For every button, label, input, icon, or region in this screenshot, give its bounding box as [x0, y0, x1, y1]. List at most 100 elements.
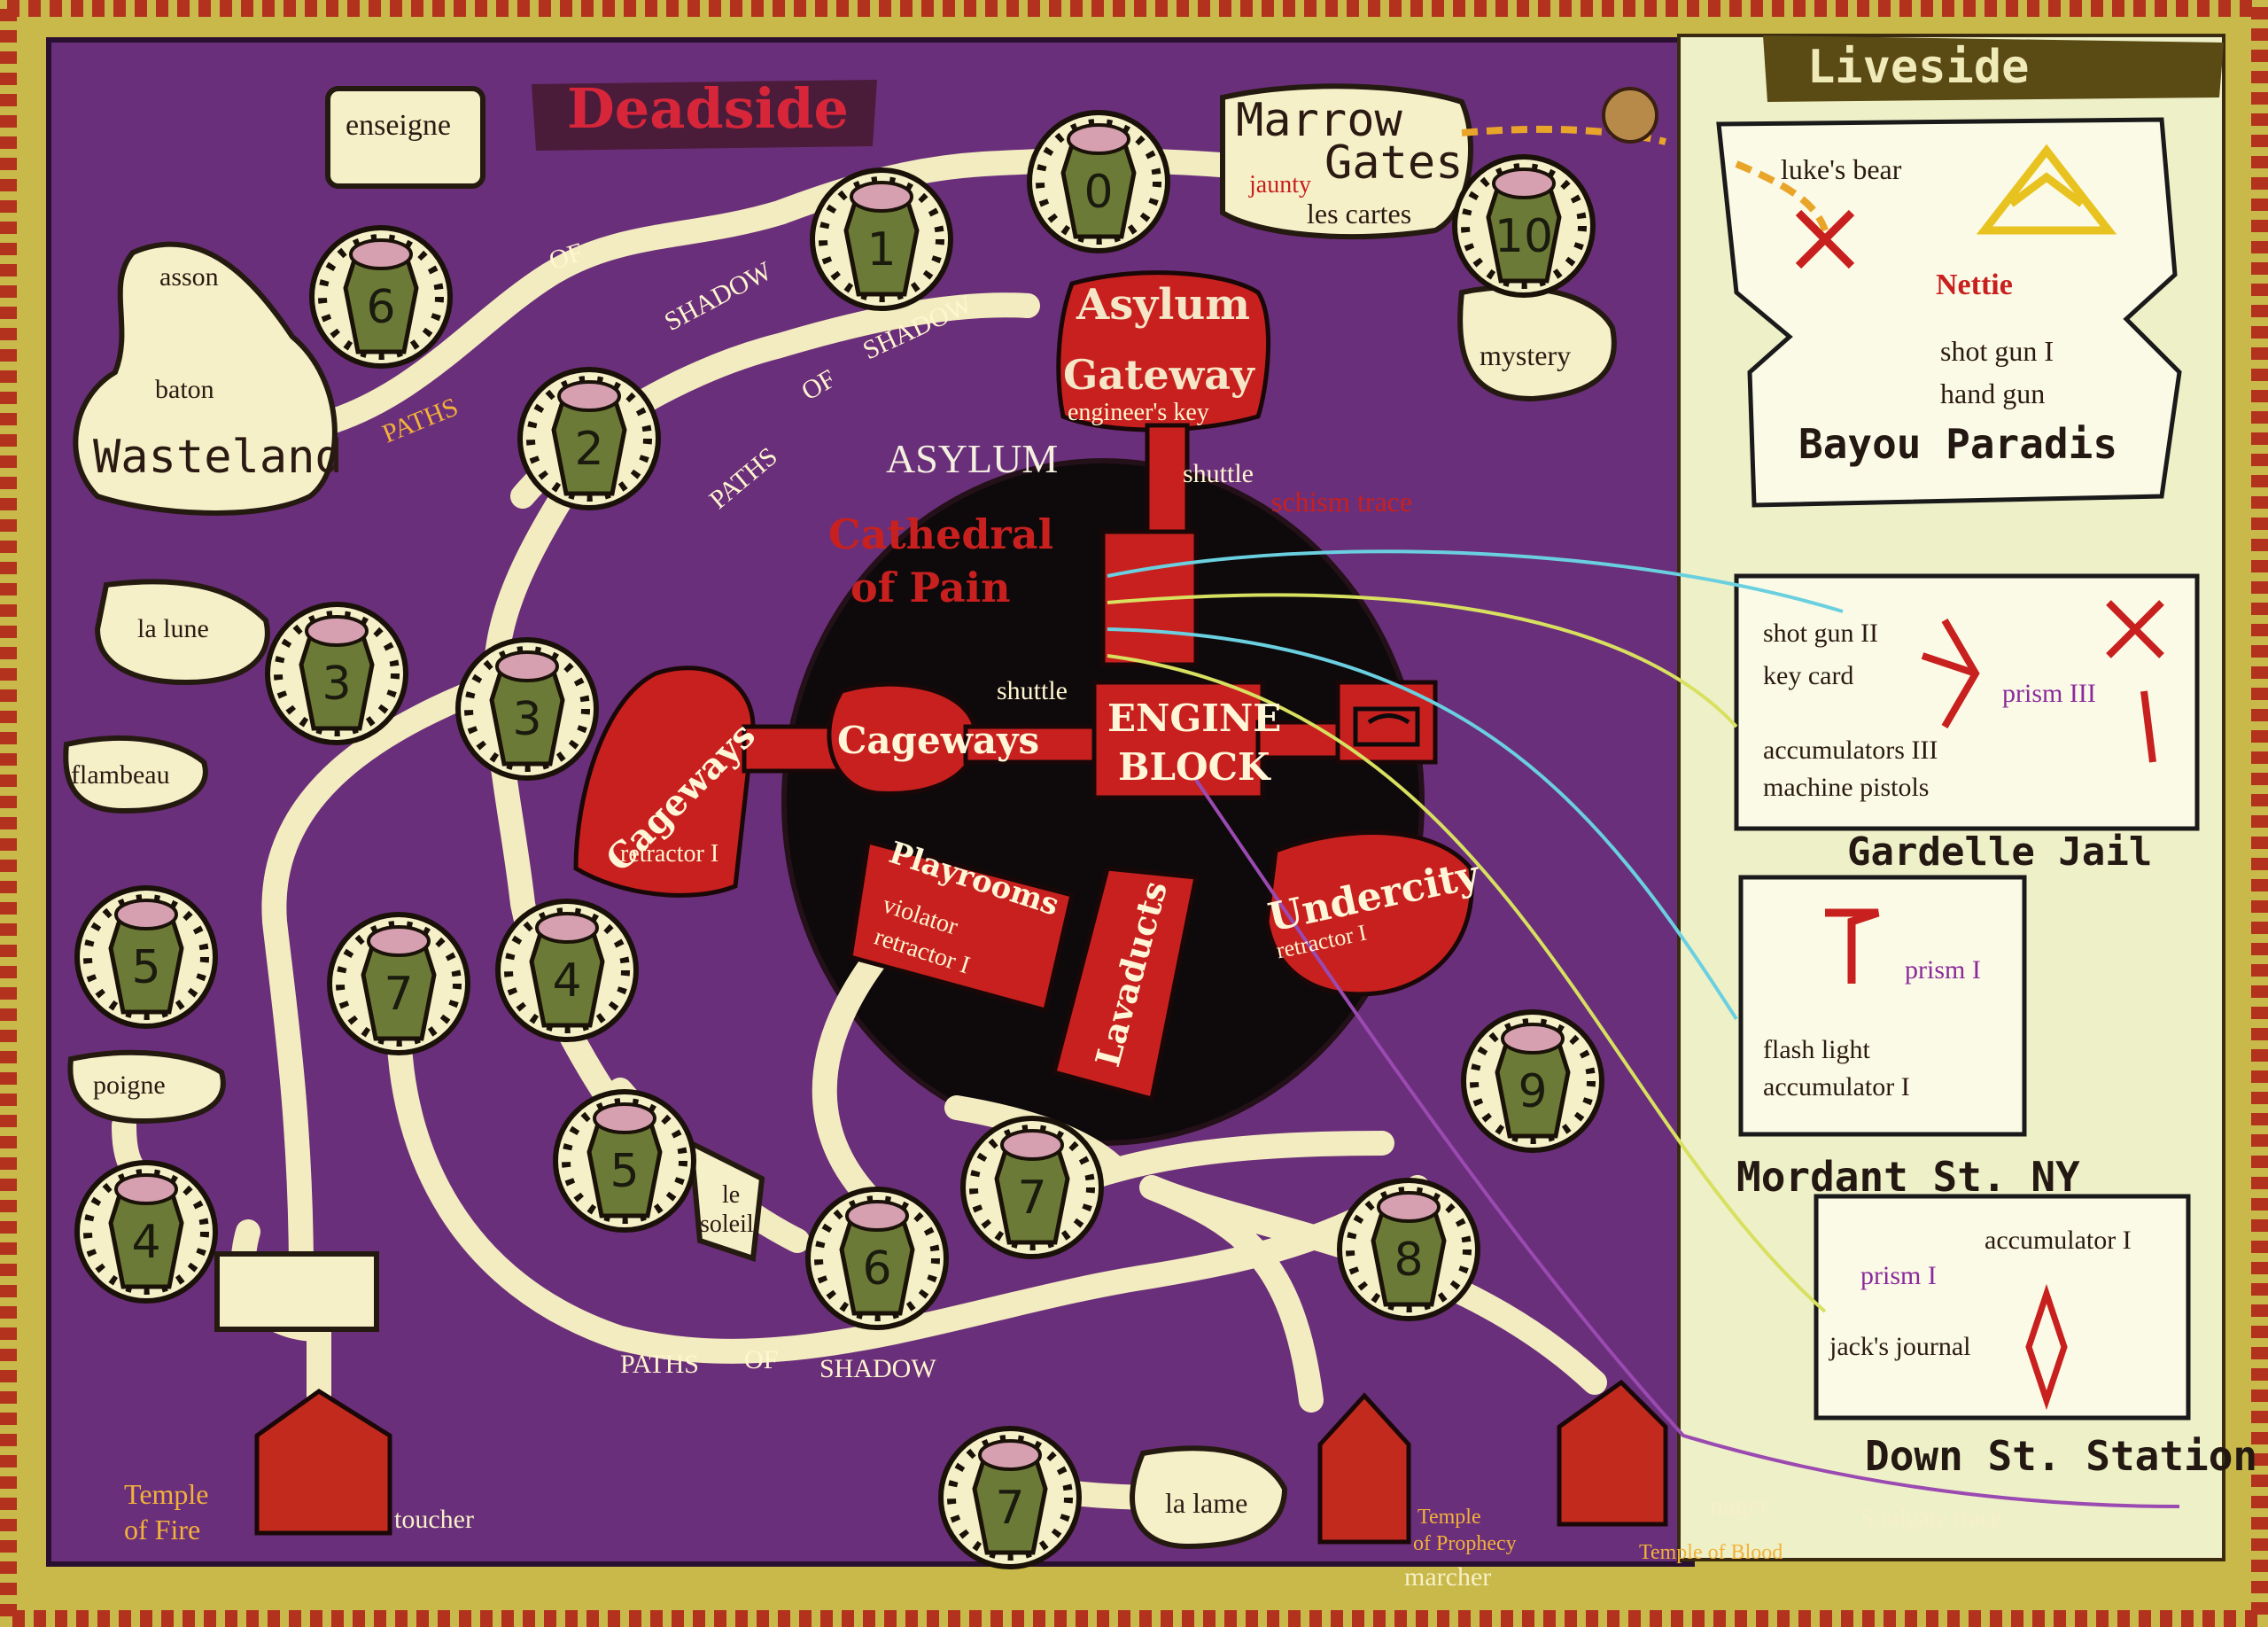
bayou-paradis-label[interactable]: Bayou Paradis: [1798, 420, 2118, 468]
coffin-number: 5: [131, 941, 161, 994]
temples: [254, 1379, 1668, 1545]
temple-fire-label-2[interactable]: of Fire: [124, 1514, 201, 1545]
box-down-st: [1814, 1194, 2191, 1421]
coffin-number: 4: [552, 954, 582, 1008]
location-le-soleil-2[interactable]: soleil: [700, 1211, 754, 1238]
coffin-nodes: [74, 110, 1604, 1569]
bear-x-mark-icon: [1795, 209, 1855, 269]
coffin-lid-icon: [1067, 123, 1130, 155]
cageways-retractor: retractor I: [620, 840, 719, 868]
shuttle-label-2: shuttle: [997, 676, 1068, 705]
coffin-number: 6: [862, 1242, 892, 1296]
room-playrooms: [848, 838, 1075, 1014]
coffin-number: 3: [512, 693, 542, 746]
coffin-lid-icon: [978, 1439, 1042, 1471]
coffin-number: 3: [322, 658, 352, 711]
temple-fire: [254, 1388, 392, 1536]
coffin-lid-icon: [349, 238, 413, 270]
coffin-lid-icon: [1000, 1129, 1064, 1161]
coffin-lid-icon: [557, 380, 621, 412]
gardelle-item-keycard: key card: [1763, 661, 1854, 690]
blob-la-lune: [94, 579, 270, 686]
asylum-rooms: [573, 270, 1474, 1102]
temple-prophecy-label-2[interactable]: of Prophecy: [1413, 1532, 1517, 1555]
blob-la-lame: [1130, 1445, 1288, 1550]
shuttle-label-1: shuttle: [1183, 459, 1254, 488]
blob-enseigne: [325, 86, 485, 189]
cathedral-label-1[interactable]: Cathedral: [828, 510, 1054, 558]
mordant-prism: prism I: [1905, 955, 1981, 985]
coffin-ring: [819, 176, 944, 302]
location-la-lune[interactable]: la lune: [137, 614, 209, 643]
down-st-station-label[interactable]: Down St. Station: [1865, 1432, 2258, 1480]
prism-symbol-1-icon: [1921, 618, 1980, 729]
coffin-ring: [83, 1169, 209, 1295]
location-asson[interactable]: asson: [159, 262, 219, 292]
engine-block-label-1[interactable]: ENGINE: [1107, 697, 1282, 740]
location-poigne[interactable]: poigne: [93, 1070, 166, 1100]
nettie-label[interactable]: Nettie: [1936, 269, 2013, 301]
location-enseigne[interactable]: enseigne: [346, 109, 451, 142]
location-toucher: toucher: [394, 1505, 474, 1534]
path-label-of-3: OF: [744, 1345, 779, 1374]
blob-marrow-gates: [1220, 83, 1473, 240]
coffin-number: 0: [1084, 166, 1114, 219]
asylum-room-label[interactable]: Asylum: [1076, 280, 1251, 330]
location-le-soleil-1[interactable]: le: [722, 1181, 741, 1209]
path-label-shadow-3: SHADOW: [819, 1354, 936, 1383]
room-shuttle-shaft: [1145, 423, 1190, 534]
bayou-item-shotgun: shot gun I: [1940, 335, 2054, 367]
blob-temple-junction: [214, 1251, 379, 1332]
coffin-ring: [969, 1125, 1095, 1250]
engine-block-label-2[interactable]: BLOCK: [1118, 745, 1270, 789]
soulgate-trace-label: Soulgate trace: [1860, 1505, 2002, 1532]
coffin-number: 6: [366, 281, 396, 334]
liveside-title: Liveside: [1807, 41, 2030, 94]
gardelle-item-pistols: machine pistols: [1763, 773, 1930, 802]
room-undercity: [1264, 830, 1474, 997]
room-cageways-mid: [827, 681, 978, 797]
path-left-branch: [261, 661, 535, 1288]
liveside-title-banner: [1763, 35, 2224, 102]
coffin-lid-icon: [850, 181, 913, 213]
mordant-st-label[interactable]: Mordant St. NY: [1736, 1153, 2080, 1201]
coffin-lid-icon: [114, 899, 178, 930]
location-flambeau[interactable]: flambeau: [71, 760, 170, 790]
lukes-bear-label: luke's bear: [1781, 153, 1902, 185]
room-cageways-left: [573, 666, 756, 898]
temple-fire-label-1[interactable]: Temple: [124, 1478, 209, 1510]
item-jaunty: jaunty: [1249, 171, 1311, 199]
prism-symbol-3-icon: [1825, 908, 1880, 984]
location-mystery[interactable]: mystery: [1480, 339, 1572, 371]
prism-symbol-4-icon: [2025, 1283, 2068, 1411]
coffin-ring: [464, 646, 590, 772]
temple-prophecy-label-1[interactable]: Temple: [1418, 1506, 1481, 1529]
location-wasteland[interactable]: Wasteland: [93, 431, 343, 484]
room-lavaducts: [1051, 866, 1199, 1102]
cathedral-label-2[interactable]: of Pain: [850, 564, 1011, 611]
coffin-ring: [274, 611, 400, 736]
blob-wasteland: [73, 241, 338, 516]
coffin-lid-icon: [114, 1173, 178, 1205]
cageways-label-mid[interactable]: Cageways: [837, 719, 1040, 762]
location-marrow-gates-2[interactable]: Gates: [1324, 136, 1464, 190]
blob-le-soleil: [687, 1138, 765, 1263]
location-baton[interactable]: baton: [155, 375, 214, 404]
coffin-number: 4: [131, 1216, 161, 1269]
coffin-lid-icon: [1501, 1023, 1565, 1055]
deadside-title-banner: [532, 80, 877, 151]
location-la-lame[interactable]: la lame: [1165, 1487, 1248, 1519]
temple-blood: [1557, 1379, 1668, 1527]
coffin-number: 7: [384, 968, 414, 1021]
gardelle-jail-label[interactable]: Gardelle Jail: [1847, 829, 2153, 875]
coffin-lid-icon: [535, 912, 599, 944]
coffin-ring: [1346, 1187, 1472, 1312]
temple-blood-label[interactable]: Temple of Blood: [1639, 1541, 1783, 1564]
gateway-room-label[interactable]: Gateway: [1063, 351, 1254, 399]
coffin-number: 2: [574, 423, 604, 476]
asylum-heading: ASYLUM: [886, 436, 1059, 481]
location-marrow-gates[interactable]: Marrow: [1236, 94, 1402, 147]
coffin-lid-icon: [593, 1102, 656, 1134]
down-st-prism: prism I: [1860, 1261, 1937, 1290]
